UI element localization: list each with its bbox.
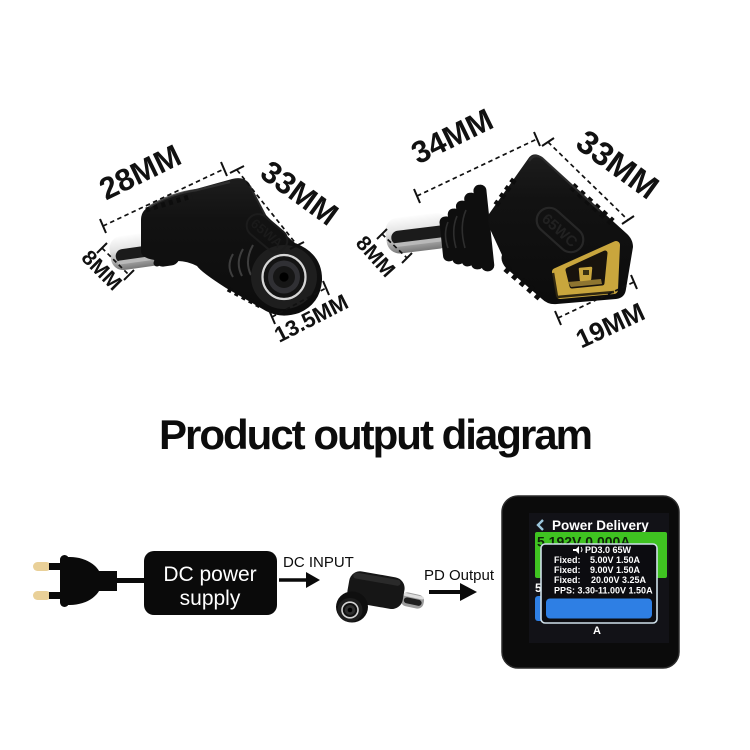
svg-text:DC power: DC power [163,563,256,586]
svg-text:DC INPUT: DC INPUT [283,554,354,571]
svg-text:Product output diagram: Product output diagram [159,411,591,458]
svg-text:9.00V 1.50A: 9.00V 1.50A [590,565,641,575]
svg-text:Fixed:: Fixed: [554,555,581,565]
svg-text:Fixed:: Fixed: [554,565,581,575]
svg-text:5: 5 [535,581,542,595]
svg-text:A: A [593,625,601,637]
svg-text:PD Output: PD Output [424,567,495,584]
svg-text:PD3.0 65W: PD3.0 65W [585,545,632,555]
svg-text:20.00V 3.25A: 20.00V 3.25A [591,575,647,585]
svg-text:Power Delivery: Power Delivery [552,518,649,533]
svg-text:PPS: 3.30-11.00V 1.50A: PPS: 3.30-11.00V 1.50A [554,586,653,596]
svg-text:Fixed:: Fixed: [554,575,581,585]
svg-text:5.00V 1.50A: 5.00V 1.50A [590,555,641,565]
svg-text:supply: supply [180,587,241,610]
